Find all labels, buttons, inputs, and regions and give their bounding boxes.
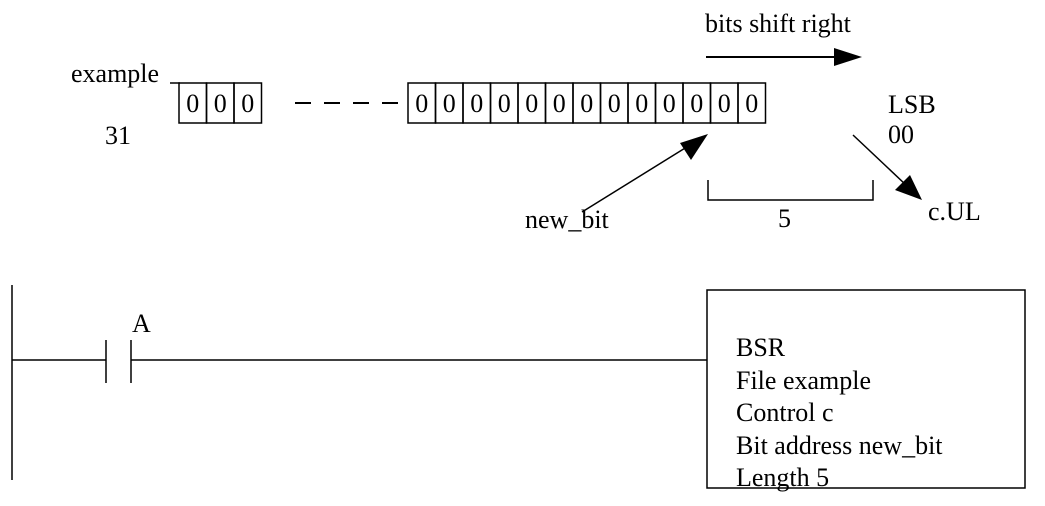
- register-name-label: example: [71, 59, 159, 88]
- new-bit-pointer: new_bit: [525, 134, 708, 234]
- register-right-bit-value: 0: [718, 89, 731, 118]
- register-right-bit-value: 0: [608, 89, 621, 118]
- register-left-bit-value: 0: [214, 89, 227, 118]
- register-right-bit-value: 0: [635, 89, 648, 118]
- register-left-bit-value: 0: [241, 89, 254, 118]
- instruction-control: Control c: [736, 398, 834, 427]
- instruction-name: BSR: [736, 333, 786, 362]
- register-right-bit-value: 0: [498, 89, 511, 118]
- unload-arrow-shaft: [852, 134, 907, 186]
- register-high-bit-label: 31: [105, 121, 131, 150]
- shift-direction-label: bits shift right: [705, 9, 852, 38]
- contact-label: A: [132, 309, 151, 338]
- register-right-bit-value: 0: [470, 89, 483, 118]
- register-right-bit-value: 0: [525, 89, 538, 118]
- new-bit-arrow-head: [680, 134, 708, 160]
- lsb-label: LSB: [888, 90, 936, 119]
- register-right-bit-value: 0: [443, 89, 456, 118]
- register-left-cell: [233, 82, 263, 124]
- instruction-length: Length 5: [736, 463, 829, 492]
- register-right-bit-value: 0: [663, 89, 676, 118]
- bsr-instruction-box: [706, 289, 1026, 489]
- register-right-bit-value: 0: [690, 89, 703, 118]
- new-bit-label: new_bit: [525, 205, 610, 234]
- new-bit-arrow-shaft: [581, 144, 691, 213]
- length-bracket: 5: [707, 180, 874, 233]
- unload-pointer: c.UL: [852, 134, 981, 226]
- ladder-rung: A BSR File example Control c Bit address…: [11, 285, 1026, 492]
- instruction-file: File example: [736, 366, 871, 395]
- instruction-bit-address: Bit address new_bit: [736, 431, 943, 460]
- register-right-cell: [737, 82, 767, 124]
- unload-arrow-head: [895, 175, 922, 200]
- register-left-bit-value: 0: [186, 89, 199, 118]
- register-right-bit-value: 0: [745, 89, 758, 118]
- unload-label: c.UL: [928, 197, 981, 226]
- length-bracket-line: [707, 180, 874, 201]
- register-right-bit-value: 0: [553, 89, 566, 118]
- length-label: 5: [778, 204, 791, 233]
- register-low-bit-label: 00: [888, 120, 914, 149]
- register-right-bit-value: 0: [580, 89, 593, 118]
- shift-arrow-head: [834, 48, 862, 66]
- register-right-bit-value: 0: [415, 89, 428, 118]
- shift-direction-group: bits shift right: [705, 9, 862, 66]
